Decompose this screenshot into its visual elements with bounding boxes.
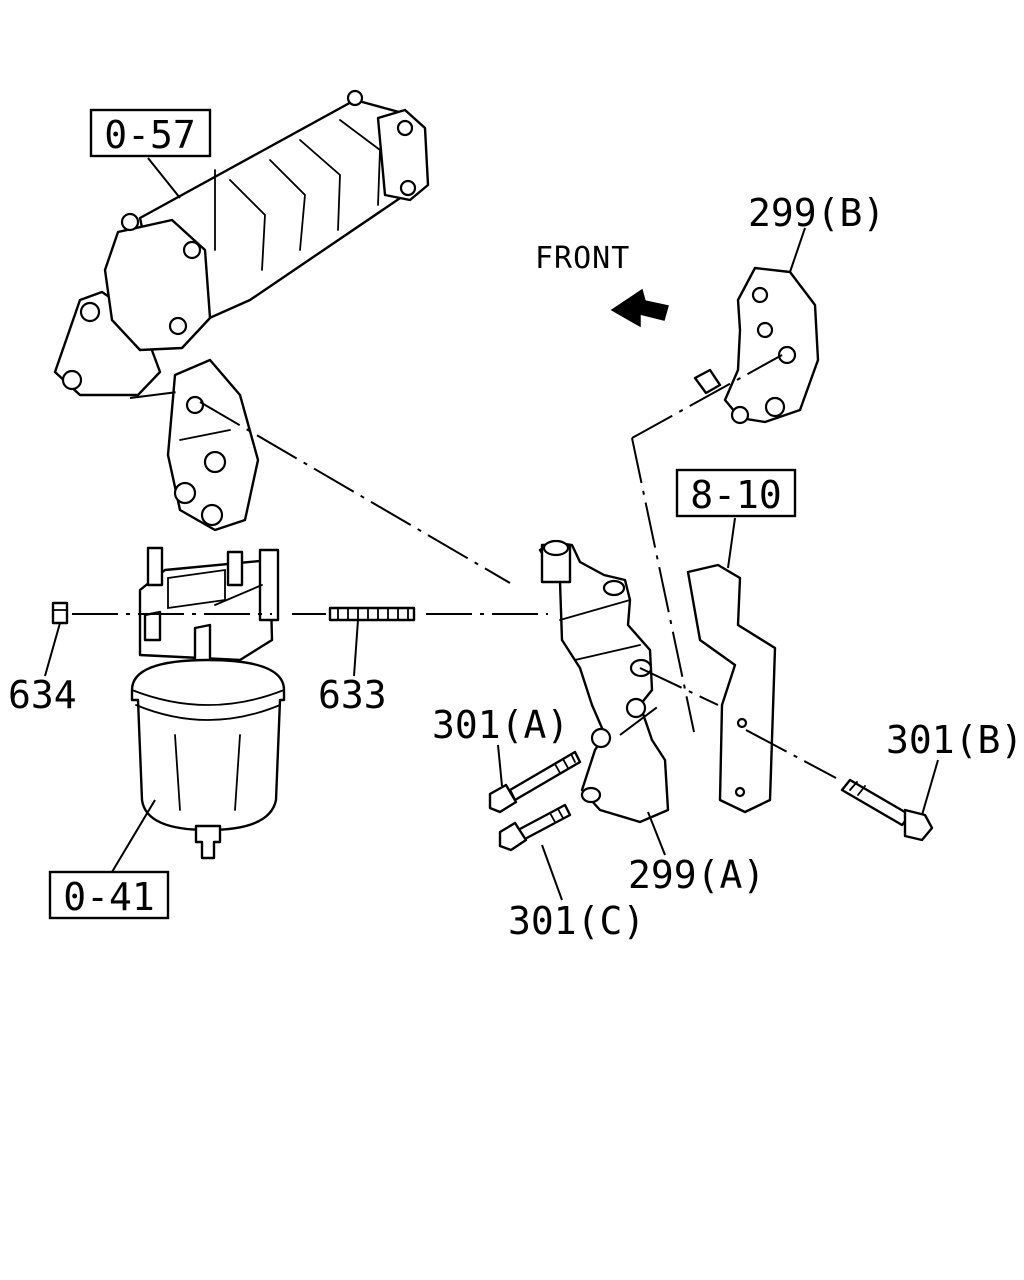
bolt-301c-drawing <box>498 803 572 901</box>
front-label: FRONT <box>535 241 630 276</box>
bolt-301b-drawing <box>840 759 939 842</box>
ref-box-0-41[interactable]: 0-41 <box>48 870 170 920</box>
part-label-299a[interactable]: 299(A) <box>628 853 765 897</box>
washer-633-drawing <box>328 606 416 677</box>
exhaust-manifold-drawing <box>53 89 430 532</box>
part-label-301a[interactable]: 301(A) <box>432 703 569 747</box>
ref-box-8-10[interactable]: 8-10 <box>675 468 797 518</box>
ref-box-0-57-label: 0-57 <box>104 113 196 157</box>
ref-box-8-10-label: 8-10 <box>690 473 782 517</box>
ref-box-0-41-label: 0-41 <box>63 875 155 919</box>
bolt-301a-drawing <box>488 744 582 814</box>
ref-box-0-57[interactable]: 0-57 <box>89 108 212 158</box>
bracket-8-10-drawing <box>686 517 777 814</box>
part-label-299b[interactable]: 299(B) <box>748 191 885 235</box>
front-arrow <box>610 288 669 328</box>
assembly-lines <box>72 354 837 779</box>
part-label-301b[interactable]: 301(B) <box>886 718 1023 762</box>
part-label-301c[interactable]: 301(C) <box>508 899 645 943</box>
bracket-299b-drawing <box>693 227 820 425</box>
part-label-633[interactable]: 633 <box>318 673 387 717</box>
fuel-filter-drawing <box>111 546 286 873</box>
bracket-299a-drawing <box>538 539 670 856</box>
part-label-634[interactable]: 634 <box>8 673 77 717</box>
clip-634-drawing <box>44 601 69 677</box>
